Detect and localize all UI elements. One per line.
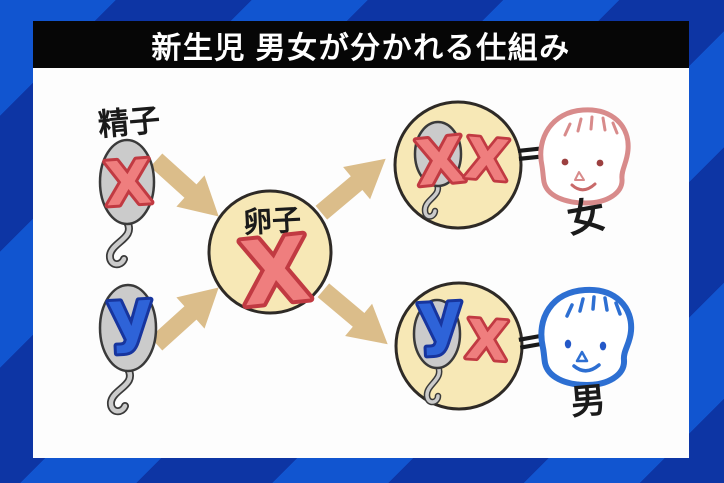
male-eye-right [599,341,607,351]
sperm-x-chromosome: X [103,147,154,220]
male-nose [575,350,589,363]
female-nose [574,171,585,181]
page-title: 新生児 男女が分かれる仕組み [151,31,571,65]
arrow-egg-to-male [317,283,388,345]
fertilized-egg-xx: X X [393,100,523,230]
female-baby-face [538,107,631,206]
female-chromosome-2: X [463,126,512,195]
male-chromosome-1: y [416,277,464,358]
male-label: 男 [569,381,607,424]
fertilized-egg-yx: y X [394,274,524,411]
diagram-card: 新生児 男女が分かれる仕組み [33,21,689,458]
male-mouth [572,363,601,373]
female-eye-left [561,158,569,166]
egg-chromosome: X [236,217,314,327]
arrow-sperm-x-to-egg [150,153,219,217]
arrow-sperm-y-to-egg [150,287,219,351]
male-baby-face [538,286,635,388]
title-bar: 新生児 男女が分かれる仕組み [33,21,689,68]
egg-cell: 卵子 X [207,189,333,330]
male-eye-left [564,339,572,349]
egg-label: 卵子 [242,203,302,240]
female-hair-strokes [563,115,619,137]
male-hair-strokes [565,295,622,318]
female-label: 女 [564,192,609,242]
female-mouth [570,182,597,192]
female-chromosome-1: X [413,123,468,201]
arrow-egg-to-female [315,158,386,220]
male-chromosome-2: X [464,308,510,374]
sperm-x: X [98,138,157,269]
female-eye-right [596,159,604,167]
sperm-label: 精子 [97,102,162,143]
sperm-y-chromosome: y [106,275,154,356]
sperm-y: y [98,272,158,416]
